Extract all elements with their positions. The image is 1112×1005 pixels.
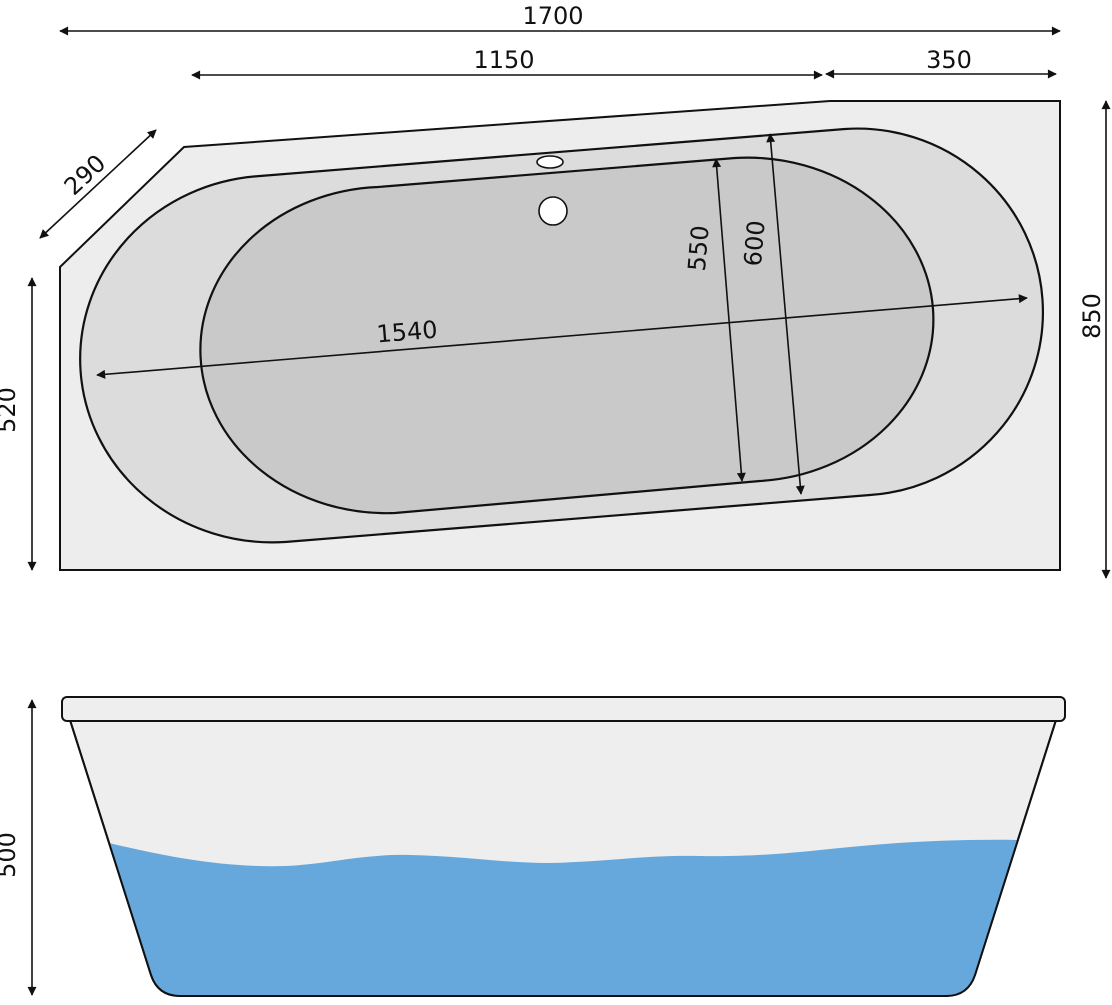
right-height-label: 850 [1078, 293, 1106, 339]
tub-top-rim [61, 696, 1066, 722]
depth-label: 500 [0, 832, 21, 878]
drain-hole [538, 196, 568, 226]
overflow-hole [536, 155, 564, 169]
inner-width-arrow [712, 158, 746, 482]
basin-length-label: 1540 [375, 316, 438, 349]
corner-bevel-arrow [39, 129, 157, 239]
outer-width-arrow [766, 133, 805, 495]
total-length-label: 1700 [522, 2, 583, 30]
water-fill [109, 839, 1018, 996]
basin-length-arrow [96, 294, 1028, 379]
tub-body-outline [68, 719, 1058, 997]
top-view [59, 100, 1061, 571]
top-view-dimensions [27, 26, 1111, 579]
main-length-label: 1150 [473, 46, 534, 74]
corner-bevel-label: 290 [59, 149, 112, 201]
side-view [61, 696, 1066, 997]
outer-width-label: 600 [739, 219, 771, 267]
left-height-label: 520 [0, 387, 21, 433]
inner-width-label: 550 [683, 224, 715, 272]
end-length-label: 350 [926, 46, 972, 74]
